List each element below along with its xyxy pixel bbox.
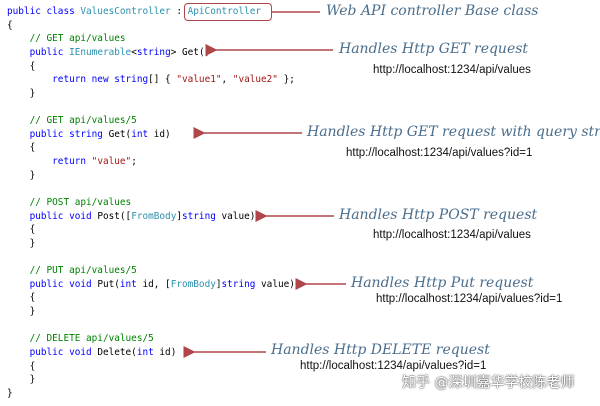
note-get-id: Handles Http GET request with query stri…: [307, 124, 600, 140]
code-token: > Get(): [170, 46, 211, 58]
code-line: }: [7, 305, 295, 319]
code-token: }: [7, 374, 36, 386]
code-token: int: [136, 347, 154, 359]
code-token: "value2": [232, 74, 278, 86]
code-line: public void Post([FromBody]string value): [7, 210, 295, 224]
note-put: Handles Http Put request: [351, 275, 534, 291]
code-token: FromBody: [170, 278, 216, 290]
code-line: }: [7, 387, 295, 401]
code-line: public IEnumerable<string> Get(): [7, 46, 295, 60]
code-token: Put(: [97, 278, 120, 290]
code-token: string: [182, 210, 216, 222]
code-token: }: [7, 306, 36, 318]
code-line: // POST api/values: [7, 196, 295, 210]
url-post: http://localhost:1234/api/values: [373, 229, 531, 241]
code-token: public string: [7, 128, 109, 140]
code-token: value): [215, 210, 256, 222]
code-token: {: [7, 360, 36, 372]
code-token: Delete(: [97, 347, 137, 359]
code-line: // DELETE api/values/5: [7, 332, 295, 346]
code-token: Get(: [108, 128, 132, 140]
code-line: }: [7, 237, 295, 251]
code-token: ApiController: [187, 6, 261, 17]
code-line: // PUT api/values/5: [7, 264, 295, 278]
code-line: return new string[] { "value1", "value2"…: [7, 73, 295, 87]
code-line: public void Put(int id, [FromBody]string…: [7, 278, 295, 292]
code-line: return "value";: [7, 155, 295, 169]
code-token: {: [7, 224, 36, 236]
code-token: public: [7, 46, 70, 58]
code-token: ]: [176, 210, 182, 222]
code-token: id, [: [136, 278, 171, 290]
url-get-id: http://localhost:1234/api/values?id=1: [346, 147, 533, 159]
url-get: http://localhost:1234/api/values: [373, 64, 531, 76]
code-line: public class ValuesController : ApiContr…: [7, 5, 295, 19]
code-token: value): [255, 278, 295, 290]
code-token: };: [277, 74, 295, 86]
code-token: <: [131, 46, 137, 58]
code-token: string: [136, 46, 171, 58]
code-token: // PUT api/values/5: [7, 265, 137, 277]
code-line: }: [7, 373, 295, 387]
code-token: }: [7, 87, 36, 99]
code-token: {: [7, 19, 13, 31]
note-delete: Handles Http DELETE request: [271, 342, 490, 358]
code-line: }: [7, 87, 295, 101]
code-token: public void: [7, 347, 98, 359]
code-line: // GET api/values/5: [7, 114, 295, 128]
code-token: }: [7, 387, 13, 399]
code-line: // GET api/values: [7, 32, 295, 46]
code-line: {: [7, 223, 295, 237]
code-token: id): [148, 128, 171, 140]
code-line: {: [7, 60, 295, 74]
code-token: "value": [91, 156, 132, 168]
code-block: public class ValuesController : ApiContr…: [7, 5, 295, 401]
code-line: public string Get(int id): [7, 128, 295, 142]
code-token: // GET api/values: [7, 33, 126, 45]
code-token: public void: [7, 278, 98, 290]
note-get: Handles Http GET request: [339, 41, 529, 57]
code-line: {: [7, 141, 295, 155]
code-token: "value1": [176, 74, 222, 86]
code-token: FromBody: [131, 210, 177, 222]
code-line: public void Delete(int id): [7, 346, 295, 360]
code-token: int: [131, 128, 149, 140]
code-token: {: [7, 142, 36, 154]
code-token: }: [7, 237, 36, 249]
code-line: {: [7, 360, 295, 374]
code-token: }: [7, 169, 36, 181]
code-token: Post([: [97, 210, 132, 222]
note-post: Handles Http POST request: [339, 207, 538, 223]
code-token: public class: [7, 6, 81, 17]
code-token: [] {: [148, 74, 177, 86]
note-base-class: Web API controller Base class: [326, 3, 539, 19]
code-token: :: [170, 6, 188, 17]
code-token: return: [7, 156, 92, 168]
code-token: ]: [215, 278, 222, 290]
code-token: int: [119, 278, 137, 290]
url-delete: http://localhost:1234/api/values?id=1: [300, 360, 487, 372]
code-token: ,: [221, 74, 233, 86]
code-line: {: [7, 291, 295, 305]
watermark: 知乎 @深圳嘉华学校陈老师: [402, 375, 575, 391]
code-token: ValuesController: [80, 6, 171, 17]
code-token: // POST api/values: [7, 196, 132, 208]
code-token: // DELETE api/values/5: [7, 333, 154, 345]
url-put: http://localhost:1234/api/values?id=1: [376, 293, 563, 305]
code-line: {: [7, 19, 295, 33]
code-token: {: [7, 292, 36, 304]
code-token: {: [7, 60, 36, 72]
code-token: id): [153, 347, 177, 359]
code-token: ;: [131, 156, 137, 168]
code-line: }: [7, 169, 295, 183]
code-token: IEnumerable: [69, 46, 132, 58]
code-token: return new string: [7, 74, 149, 86]
code-token: string: [221, 278, 256, 290]
code-token: // GET api/values/5: [7, 115, 137, 127]
code-token: public void: [7, 210, 98, 222]
